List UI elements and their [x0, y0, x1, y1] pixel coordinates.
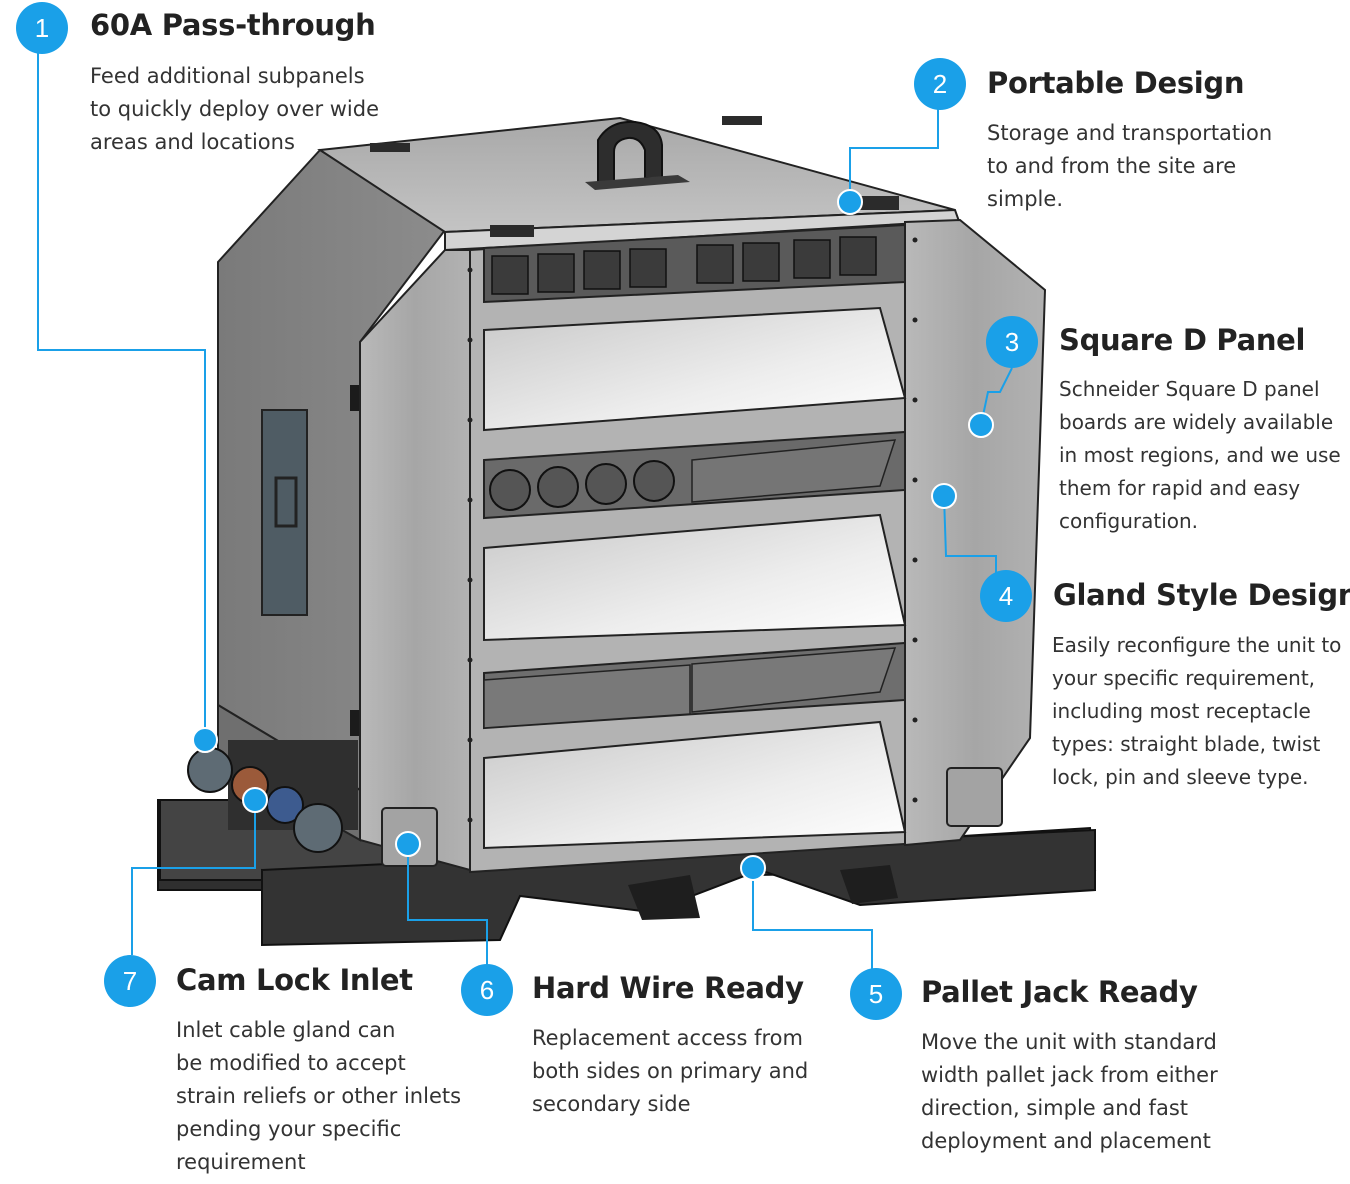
shelf-2	[483, 513, 907, 642]
target-dot-5	[740, 855, 766, 881]
shelf-3	[483, 720, 907, 850]
feature-number-badge: 7	[104, 955, 156, 1007]
feature-description: Replacement access from both sides on pr…	[532, 1026, 809, 1116]
feature-title: 60A Pass-through	[90, 8, 376, 42]
callout-leaders	[37, 52, 1013, 970]
leader-1	[37, 52, 206, 740]
roof-handle-left	[370, 143, 410, 152]
roof-handle-center	[722, 116, 762, 125]
roof-panel	[317, 116, 962, 252]
target-dot-6	[395, 831, 421, 857]
feature-number-badge: 3	[986, 316, 1038, 368]
feature-title: Square D Panel	[1059, 323, 1306, 357]
target-dot-3	[968, 412, 994, 438]
interior-bays	[483, 223, 907, 850]
roof-handle-front-right	[855, 196, 899, 210]
feature-description: Easily reconfigure the unit to your spec…	[1052, 633, 1342, 789]
leader-5	[752, 868, 873, 970]
target-dot-2	[837, 189, 863, 215]
target-dot-4	[931, 483, 957, 509]
feature-title: Gland Style Design	[1053, 578, 1350, 612]
feature-number-badge: 6	[461, 964, 513, 1016]
feature-title: Cam Lock Inlet	[176, 963, 413, 997]
pallet-notch-2	[840, 865, 898, 904]
feature-number-badge: 5	[850, 968, 902, 1020]
feature-title: Hard Wire Ready	[532, 971, 804, 1005]
right-access-plate	[946, 767, 1003, 827]
leader-6	[407, 844, 488, 965]
feature-description: Move the unit with standard width pallet…	[921, 1030, 1218, 1153]
leader-7	[131, 800, 256, 955]
target-dot-1	[192, 727, 218, 753]
feature-description: Inlet cable gland can be modified to acc…	[176, 1018, 462, 1174]
feature-title: Pallet Jack Ready	[921, 975, 1198, 1009]
frame-bolts	[467, 237, 918, 823]
roof-handle-front-left	[490, 225, 534, 237]
target-dot-7	[242, 787, 268, 813]
cam-lock-inlets	[187, 740, 358, 853]
side-window-panel	[261, 409, 308, 616]
feature-title: Portable Design	[987, 66, 1245, 100]
callout-target-dots	[192, 189, 994, 881]
feature-description: Schneider Square D panel boards are wide…	[1059, 377, 1341, 533]
feature-description: Storage and transportation to and from t…	[987, 121, 1273, 211]
feature-number-badge: 2	[914, 58, 966, 110]
feature-number-badge: 1	[16, 2, 68, 54]
feature-description: Feed additional subpanels to quickly dep…	[90, 64, 380, 154]
pallet-notch-1	[628, 875, 700, 920]
side-latch	[274, 476, 298, 528]
leader-3	[980, 367, 1013, 426]
leader-2	[849, 108, 939, 202]
feature-number-badge: 4	[980, 570, 1032, 622]
leader-4	[943, 495, 997, 580]
shelf-1	[483, 306, 907, 432]
